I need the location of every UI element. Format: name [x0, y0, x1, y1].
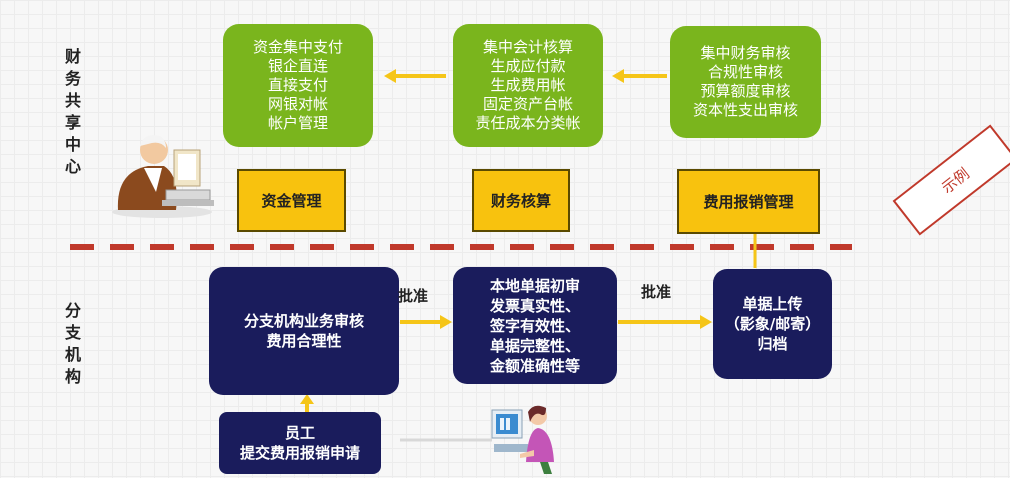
accounting-functions-box: 集中会计核算生成应付款生成费用帐固定资产台帐责任成本分类帐 [453, 24, 603, 147]
accountant-clipart-icon [112, 135, 214, 218]
arrow-left-2 [612, 69, 624, 83]
branch-review-box: 分支机构业务审核费用合理性 [209, 267, 399, 395]
approve-label-2: 批准 [641, 283, 672, 301]
local-review-box: 本地单据初审发票真实性、签字有效性、单据完整性、金额准确性等 [453, 267, 617, 384]
audit-functions-box: 集中财务审核合规性审核预算额度审核资本性支出审核 [670, 26, 821, 138]
clerk-clipart-icon [491, 405, 554, 474]
accounting-box: 财务核算 [472, 169, 570, 232]
fund-functions-box: 资金集中支付银企直连直接支付网银对帐帐户管理 [223, 24, 373, 147]
arrow-left-1 [384, 69, 396, 83]
approve-label-1: 批准 [398, 287, 429, 305]
branch-label: 分支机构 [64, 301, 81, 386]
arrow-right-1 [440, 315, 452, 329]
fund-management-box: 资金管理 [237, 169, 346, 232]
shared-center-label: 财务共享中心 [64, 47, 81, 176]
employee-submit-box: 员工提交费用报销申请 [219, 412, 381, 474]
arrow-right-2 [700, 315, 712, 329]
upload-archive-box: 单据上传（影象/邮寄）归档 [713, 269, 832, 379]
expense-management-box: 费用报销管理 [677, 169, 820, 234]
arrow-up [300, 394, 314, 404]
